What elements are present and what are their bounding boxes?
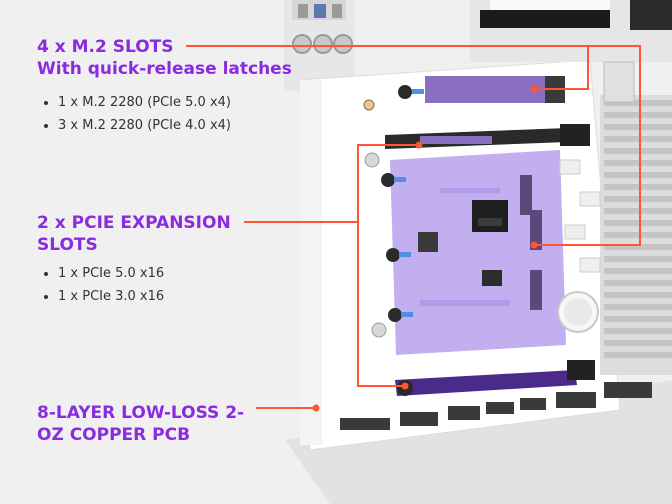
- m2-slots-bullets: 1 x M.2 2280 (PCIe 5.0 x4) 3 x M.2 2280 …: [44, 91, 231, 137]
- pcie-slots-bullets: 1 x PCIe 5.0 x16 1 x PCIe 3.0 x16: [44, 262, 164, 308]
- m2-latch-2-arrow: [399, 252, 411, 257]
- right-components: [559, 159, 601, 273]
- m2-slot-top: [425, 76, 545, 103]
- pcie-slot-bullet-2: 1 x PCIe 3.0 x16: [44, 285, 164, 308]
- m2-slot-bullet-2: 3 x M.2 2280 (PCIe 4.0 x4): [44, 114, 231, 137]
- pcie-slot-bottom: [395, 370, 577, 396]
- pcie-slot-bottom-latch: [567, 360, 595, 380]
- rear-io-shield: [284, 0, 354, 90]
- m2-slots-title: 4 x M.2 SLOTS With quick-release latches: [37, 37, 292, 79]
- pcie-slots-title: 2 x PCIE EXPANSION SLOTS: [37, 213, 231, 255]
- leader-m2-dot-a: [530, 241, 538, 249]
- leader-pcie-dot-b: [401, 382, 409, 390]
- pcie-slot-bullet-1: 1 x PCIe 5.0 x16: [44, 262, 164, 285]
- vrm-heatsink: [600, 95, 672, 375]
- m2-latch-top-arrow: [412, 89, 424, 94]
- pcb-left-edge: [300, 80, 322, 445]
- cmos-battery-inner: [564, 298, 592, 326]
- m2-module-area: [390, 150, 566, 355]
- m2-latch-2: [386, 248, 400, 262]
- m2-latch-1: [381, 173, 395, 187]
- leader-m2: [186, 45, 641, 246]
- leader-pcie-dot-a: [415, 141, 423, 149]
- leader-pcie: [244, 144, 419, 223]
- m2-latch-3-arrow: [401, 312, 413, 317]
- pcb-title: 8-LAYER LOW-LOSS 2- OZ COPPER PCB: [37, 403, 245, 445]
- pcie-slot-top-latch: [560, 124, 590, 146]
- pcie-slot-top-accent: [420, 136, 492, 144]
- standoff-2: [364, 152, 380, 168]
- m2-latch-3: [388, 308, 402, 322]
- standoff-3: [371, 322, 387, 338]
- bottom-headers: [340, 382, 652, 430]
- leader-lines: [186, 45, 641, 412]
- leader-pcie-b: [357, 222, 405, 387]
- m2-slot-bullet-1: 1 x M.2 2280 (PCIe 5.0 x4): [44, 91, 231, 114]
- top-cooler: [470, 0, 672, 103]
- m2-latch-1-arrow: [394, 177, 406, 182]
- standoff-1: [363, 99, 375, 111]
- m2-latch-top: [398, 85, 412, 99]
- leader-pcb-dot: [312, 404, 320, 412]
